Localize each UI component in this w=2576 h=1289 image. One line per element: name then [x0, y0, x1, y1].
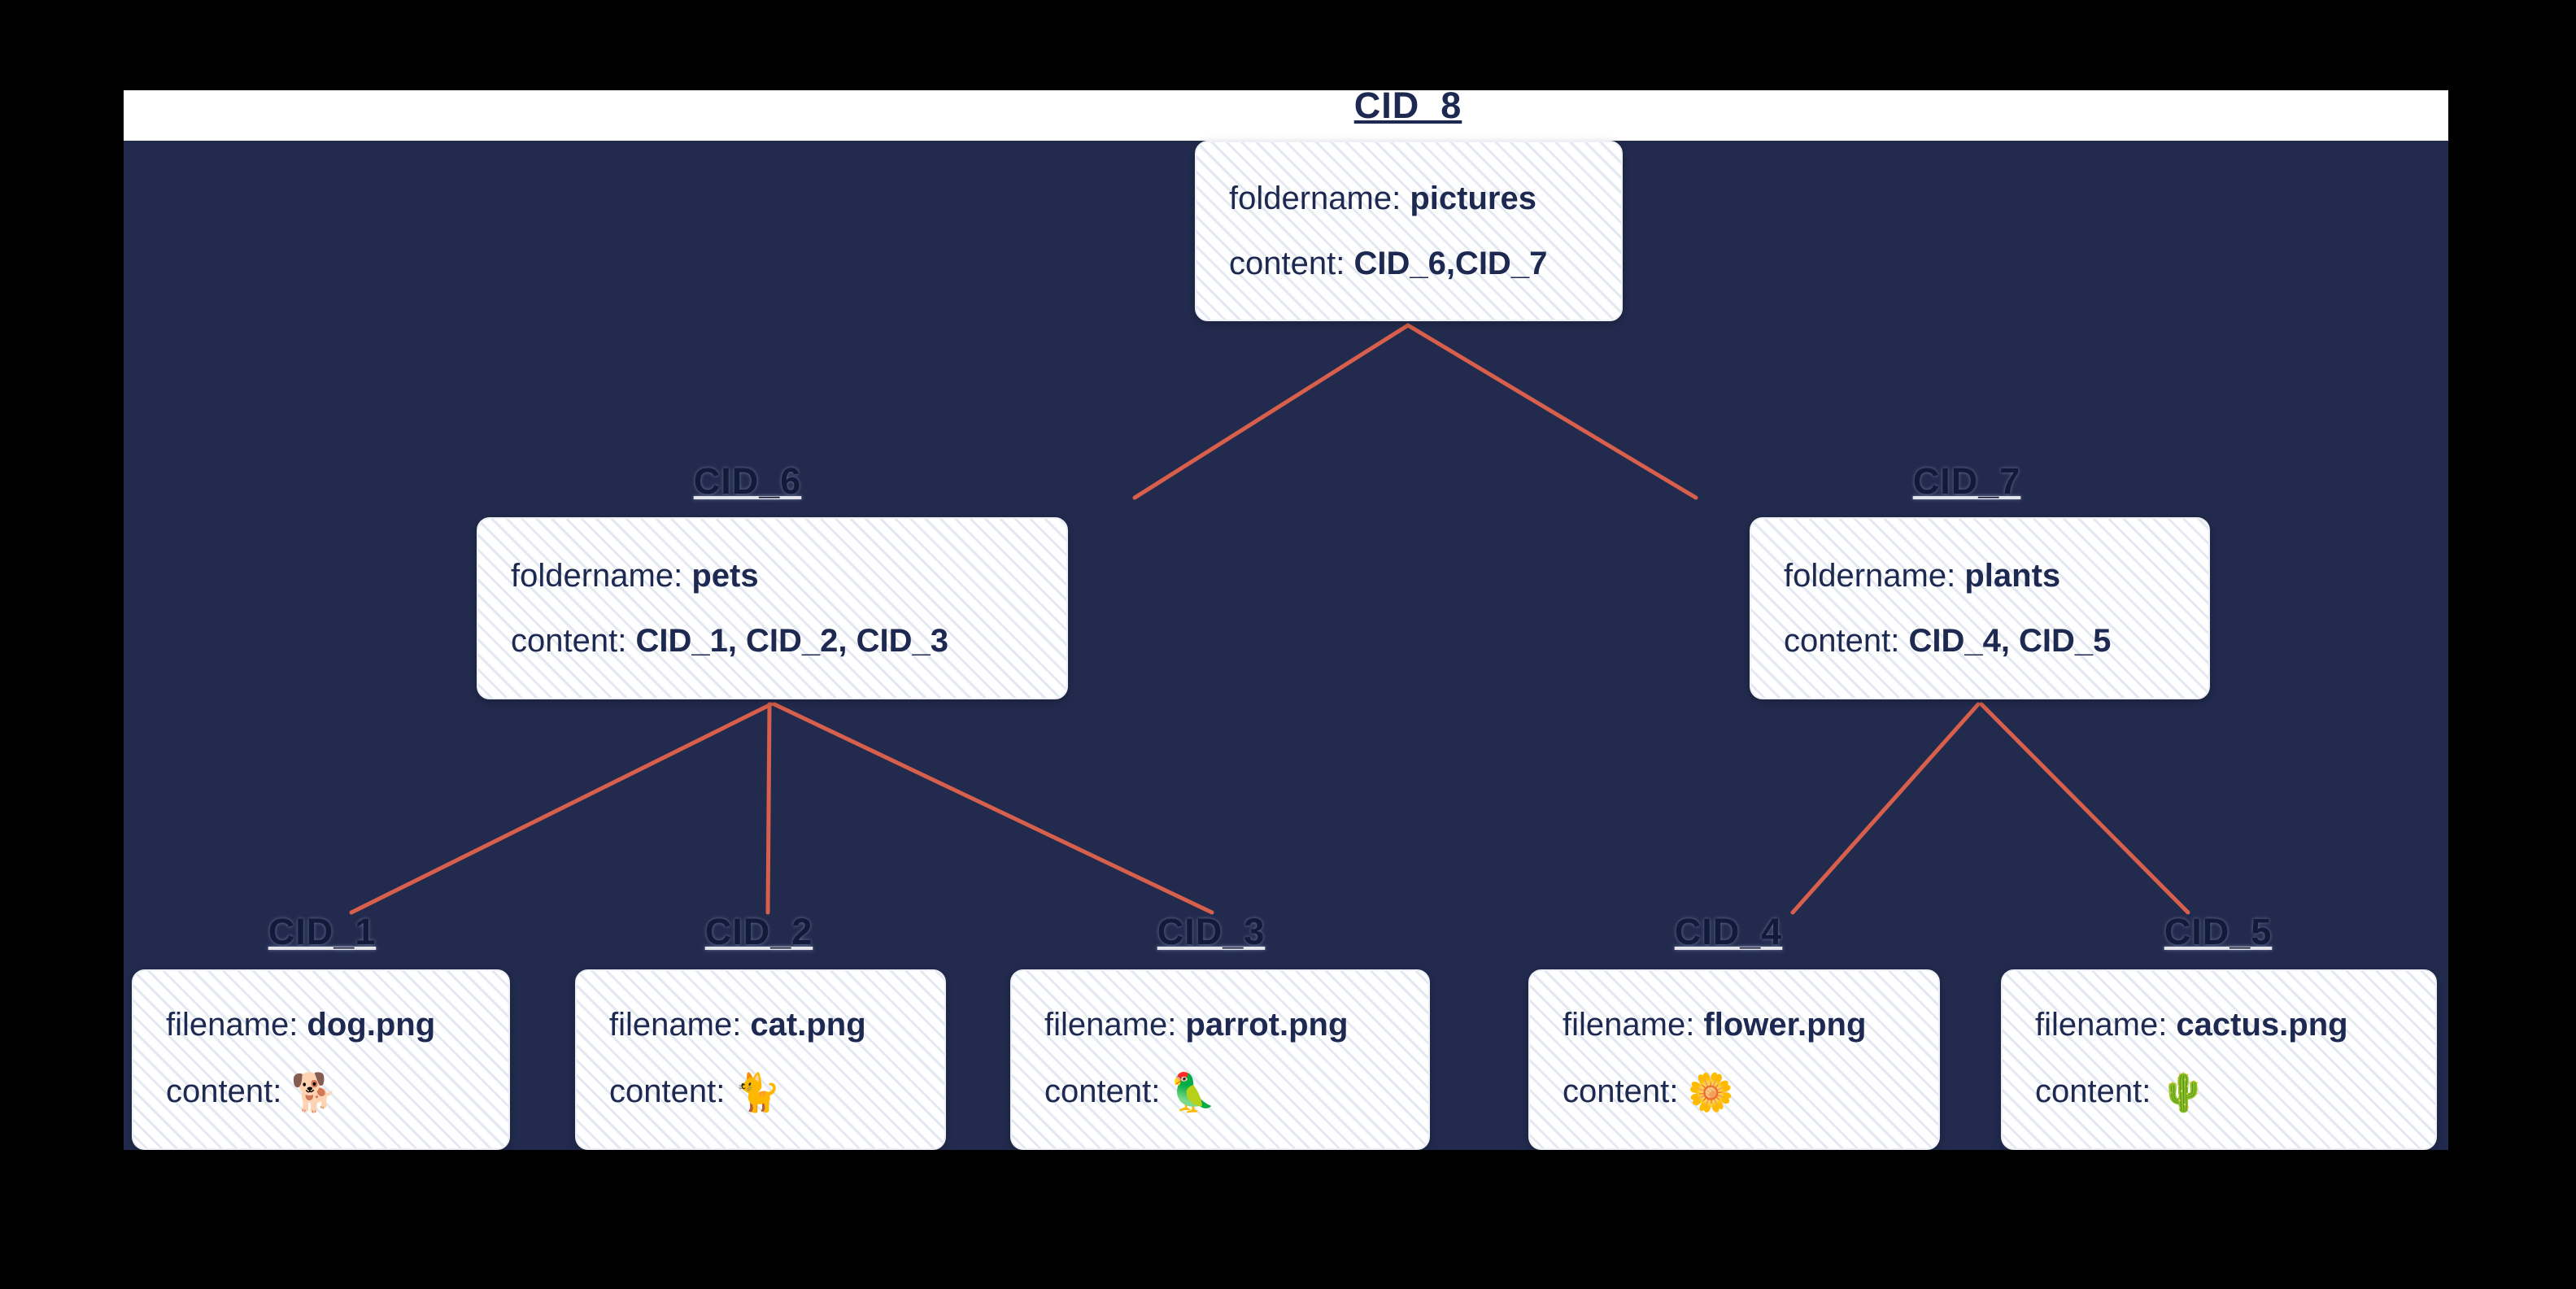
field-value: pets — [691, 558, 759, 594]
cid-label-dog: CID_1 — [268, 911, 377, 952]
field-key: filename: — [166, 1006, 307, 1043]
field-foldername: foldername: pictures — [1229, 181, 1589, 216]
cid-label-cactus: CID_5 — [2164, 911, 2273, 952]
field-key: content: — [1229, 246, 1354, 281]
field-value: flower.png — [1703, 1006, 1867, 1043]
field-filename: filename: dog.png — [166, 1007, 476, 1043]
node-box-cactus: filename: cactus.png content: 🌵 — [2001, 969, 2437, 1150]
field-filename: filename: parrot.png — [1044, 1007, 1396, 1043]
field-content: content: CID_6,CID_7 — [1229, 246, 1589, 281]
top-white-strip — [124, 90, 2448, 141]
field-foldername: foldername: plants — [1784, 558, 2176, 594]
field-key: foldername: — [1229, 181, 1410, 216]
field-content: content: 🐕 — [166, 1070, 476, 1113]
cat-emoji-icon: 🐈 — [734, 1070, 781, 1113]
field-key: content: — [166, 1073, 291, 1109]
field-value: dog.png — [307, 1006, 436, 1043]
cid-label-flower: CID_4 — [1674, 911, 1783, 952]
node-box-cat: filename: cat.png content: 🐈 — [575, 969, 946, 1150]
field-value: CID_4, CID_5 — [1908, 623, 2112, 659]
dog-emoji-icon: 🐕 — [290, 1070, 338, 1113]
field-key: content: — [1044, 1073, 1170, 1109]
field-content: content: CID_1, CID_2, CID_3 — [511, 623, 1034, 659]
node-box-flower: filename: flower.png content: 🌼 — [1528, 969, 1940, 1150]
field-key: foldername: — [511, 558, 692, 594]
field-value: plants — [1964, 558, 2061, 594]
cid-label-pets: CID_6 — [693, 460, 802, 502]
field-content: content: 🐈 — [609, 1070, 912, 1113]
cid-label-cat: CID_2 — [704, 911, 813, 952]
field-filename: filename: cactus.png — [2035, 1007, 2403, 1043]
field-key: filename: — [2035, 1006, 2177, 1043]
field-filename: filename: cat.png — [609, 1007, 912, 1043]
cactus-emoji-icon: 🌵 — [2160, 1070, 2207, 1113]
field-foldername: foldername: pets — [511, 558, 1034, 594]
field-value: cat.png — [750, 1006, 866, 1043]
cid-label-plants: CID_7 — [1912, 460, 2021, 502]
field-key: content: — [2035, 1073, 2160, 1109]
field-filename: filename: flower.png — [1563, 1007, 1906, 1043]
node-box-pictures: foldername: pictures content: CID_6,CID_… — [1195, 141, 1623, 321]
field-key: content: — [609, 1073, 734, 1109]
node-box-pets: foldername: pets content: CID_1, CID_2, … — [477, 517, 1068, 699]
field-content: content: 🦜 — [1044, 1070, 1396, 1113]
node-box-plants: foldername: plants content: CID_4, CID_5 — [1750, 517, 2210, 699]
field-value: CID_1, CID_2, CID_3 — [635, 623, 949, 659]
cid-label-parrot: CID_3 — [1157, 911, 1266, 952]
field-key: filename: — [609, 1006, 751, 1043]
parrot-emoji-icon: 🦜 — [1169, 1070, 1216, 1113]
node-box-dog: filename: dog.png content: 🐕 — [132, 969, 510, 1150]
field-key: filename: — [1044, 1006, 1186, 1043]
field-key: content: — [1563, 1073, 1688, 1109]
field-value: CID_6,CID_7 — [1353, 246, 1548, 281]
field-key: content: — [1784, 623, 1909, 659]
cid-label-root: CID_8 — [1353, 85, 1462, 126]
field-content: content: CID_4, CID_5 — [1784, 623, 2176, 659]
field-value: cactus.png — [2176, 1006, 2348, 1043]
field-value: parrot.png — [1185, 1006, 1349, 1043]
field-content: content: 🌵 — [2035, 1070, 2403, 1113]
field-key: filename: — [1563, 1006, 1704, 1043]
field-key: foldername: — [1784, 558, 1965, 594]
field-value: pictures — [1410, 181, 1536, 216]
node-box-parrot: filename: parrot.png content: 🦜 — [1010, 969, 1430, 1150]
field-key: content: — [511, 623, 636, 659]
flower-emoji-icon: 🌼 — [1687, 1070, 1734, 1113]
field-content: content: 🌼 — [1563, 1070, 1906, 1113]
